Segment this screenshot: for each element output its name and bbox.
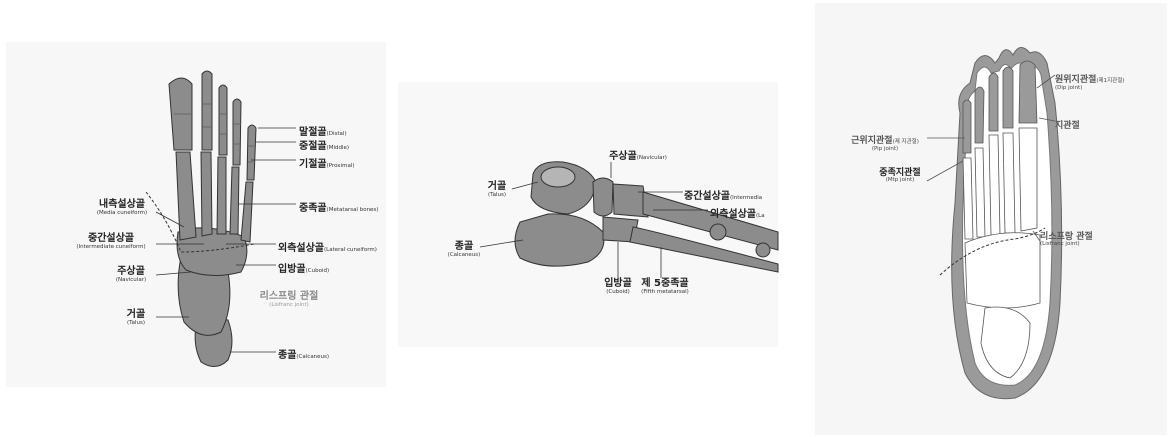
label-dip-joint: 원위지관절(제1지관절) (Dip joint) xyxy=(1055,75,1125,91)
label-lisfranc-joint: 리스프랑 관절 (Lisfranc joint) xyxy=(1040,232,1093,248)
foot-joints-illustration xyxy=(926,47,1063,400)
panel-foot-joints: 원위지관절(제1지관절) (Dip joint) 지관절 근위지관절(제 지관절… xyxy=(815,3,1167,435)
toe-3-phalanges xyxy=(218,84,228,156)
label-pip-joint: 근위지관절(제 지관절) (Pip joint) xyxy=(851,136,919,152)
fifth-metatarsal xyxy=(629,226,779,273)
foot-bones-dorsal-illustration xyxy=(145,70,296,367)
label-lisfranc-joint: 리스프링 관절(Lisfranc joint) xyxy=(259,291,319,308)
label-toe-joint: 지관절 xyxy=(1055,121,1080,131)
label-cuboid: 입방골(Cuboid) xyxy=(278,264,330,275)
label-lateral-cuneiform: 외측설상골(Lateral cuneiform) xyxy=(278,243,377,254)
toe-5-phalanges xyxy=(246,124,257,181)
metatarsal-1 xyxy=(175,151,197,241)
toe-2-phalanges xyxy=(201,70,213,151)
metatarsal-5 xyxy=(240,181,254,243)
label-navicular: 주상골(Navicular) xyxy=(115,266,147,283)
label-mtp-joint: 중족지관절 (Mtp joint) xyxy=(879,168,921,184)
foot-bones-lateral-illustration xyxy=(479,161,779,278)
metatarsals xyxy=(642,191,779,251)
lisfranc-joint-line xyxy=(939,227,1046,276)
label-medial-cuneiform: 내측설상골(Media cuneiform) xyxy=(96,199,148,216)
navicular-bone xyxy=(592,177,614,217)
calcaneus-bone xyxy=(514,213,605,267)
label-navicular: 주상골(Navicular) xyxy=(609,151,667,162)
label-calcaneus: 종골(Calcaneus) xyxy=(278,350,330,361)
label-metatarsal: 중족골(Metatarsal bones) xyxy=(299,203,379,214)
label-distal: 말절골(Distal) xyxy=(299,127,347,138)
label-talus: 거골(Talus) xyxy=(126,309,146,326)
label-intermediate-cuneiform: 중간설상골(Intermediate cuneiform) xyxy=(76,233,146,250)
label-proximal: 기절골(Proximal) xyxy=(299,159,355,170)
toe-4-phalanges xyxy=(232,98,242,166)
label-lateral-cuneiform: 외측설상골(La xyxy=(710,209,765,220)
metatarsal-2 xyxy=(200,151,213,237)
label-fifth-metatarsal: 제 5중족골(Fifth metatarsal) xyxy=(641,278,689,295)
metatarsal-4 xyxy=(229,166,240,235)
label-cuboid: 입방골(Cuboid) xyxy=(604,278,632,295)
panel-foot-bones-dorsal: 말절골(Distal) 중절골(Middle) 기절골(Proximal) 중족… xyxy=(6,42,386,387)
label-talus: 거골(Talus) xyxy=(487,181,507,198)
label-intermediate-cuneiform: 중간설상골(Intermedia xyxy=(684,191,763,202)
metatarsal-3 xyxy=(216,156,227,235)
label-calcaneus: 종골(Calcaneus) xyxy=(447,241,481,258)
label-middle: 중절골(Middle) xyxy=(299,141,350,152)
panel-foot-bones-lateral: 주상골(Navicular) 거골(Talus) 중간설상골(Intermedi… xyxy=(398,82,779,347)
